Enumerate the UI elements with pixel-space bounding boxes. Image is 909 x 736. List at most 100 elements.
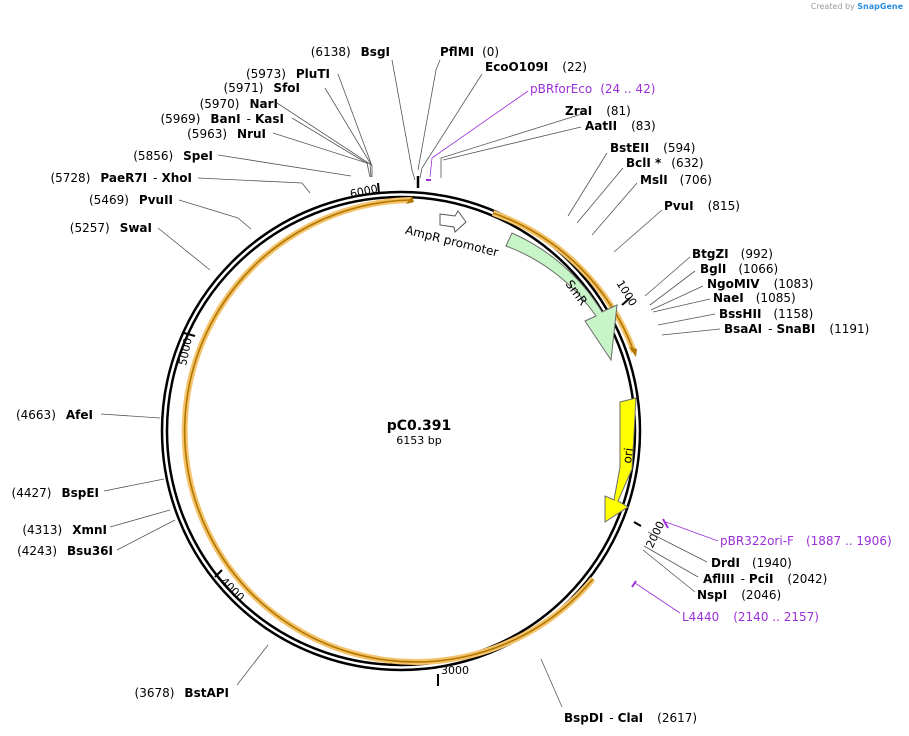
leader-nspi <box>642 549 696 593</box>
leader-ngomiv <box>650 285 704 311</box>
ampr-promoter-label: AmpR promoter <box>404 223 500 260</box>
leader-pvui <box>613 209 663 253</box>
leader-clai <box>540 658 563 708</box>
site-ngomiv: NgoMIV(1083) <box>707 277 813 291</box>
site-aatii: AatII(83) <box>585 119 656 133</box>
credit-prefix: Created by <box>810 2 855 11</box>
leader-drdi <box>647 531 708 563</box>
snapgene-credit: Created by SnapGene <box>811 2 903 11</box>
site-naei: NaeI(1085) <box>713 291 796 305</box>
leader-aatii <box>442 126 582 161</box>
tick-1000: 1000 <box>614 278 640 309</box>
tick-5000-mark <box>183 332 196 337</box>
site-swai: (5257)SwaI <box>70 221 152 235</box>
leader-nrui <box>272 132 371 178</box>
credit-brand: SnapGene <box>857 2 903 11</box>
ampr-promoter-arrow <box>439 210 467 233</box>
site-msli: MslI(706) <box>640 173 712 187</box>
ori-arrow <box>604 397 637 523</box>
site-afei: (4663)AfeI <box>16 408 93 422</box>
leader-pbrforeco <box>429 90 529 178</box>
site-afliii-pcii: AflIII-PciI(2042) <box>703 572 827 586</box>
leader-lines <box>100 59 721 708</box>
leader-snabi <box>661 328 721 336</box>
leader-pflmi <box>417 59 441 171</box>
tick-6000-mark <box>377 182 380 195</box>
leader-bspei <box>103 478 165 492</box>
leader-sfoi <box>324 87 373 167</box>
site-nrui: (5963)NruI <box>187 127 266 141</box>
site-bani-kasi: (5969)BanI-KasI <box>160 112 284 126</box>
site-nari: (5970)NarI <box>200 97 278 111</box>
site-bsshii: BssHII(1158) <box>719 307 813 321</box>
ori-label: ori <box>620 447 636 464</box>
primer-leader-lines <box>429 90 719 614</box>
leader-pbr322ori-f <box>665 521 719 542</box>
site-paer7i-xhoi: (5728)PaeR7I-XhoI <box>50 171 192 185</box>
site-bspei: (4427)BspEI <box>12 486 99 500</box>
tick-6000: 6000 <box>349 182 379 201</box>
site-nspi: NspI(2046) <box>697 588 781 602</box>
leader-bsteii <box>567 152 608 217</box>
site-spei: (5856)SpeI <box>133 149 213 163</box>
site-zrai: ZraI(81) <box>565 104 631 118</box>
leader-msli <box>591 182 638 236</box>
site-pluti: (5973)PluTI <box>246 67 330 81</box>
leader-bsgi <box>391 59 416 181</box>
primer-pbr322ori-f: pBR322ori-F(1887 .. 1906) <box>720 534 892 548</box>
tick-2000: 2000 <box>643 519 667 550</box>
leader-bsu36i <box>116 519 176 551</box>
leader-zrai <box>440 112 586 178</box>
orf-arc-left-arrowhead <box>406 196 414 204</box>
primer-mark-l4440 <box>631 580 637 588</box>
primer-l4440: L4440(2140 .. 2157) <box>682 610 819 624</box>
site-pvuii: (5469)PvuII <box>89 193 173 207</box>
orf-arc-right <box>492 212 635 353</box>
site-bspdi-clai: BspDI-ClaI(2617) <box>564 711 697 725</box>
leader-eco0109i <box>419 73 483 179</box>
site-pflmi: PflMI(0) <box>440 45 499 59</box>
site-drdi: DrdI(1940) <box>711 556 792 570</box>
smr-cds-arrow <box>505 232 618 362</box>
site-ecoo109i: EcoO109I(22) <box>485 60 587 74</box>
leader-pcii <box>643 545 699 578</box>
tick-2000-mark <box>633 521 642 527</box>
site-sfoi: (5971)SfoI <box>224 81 300 95</box>
site-pvui: PvuI(815) <box>664 199 740 213</box>
leader-bstapi <box>236 644 269 686</box>
site-bsu36i: (4243)Bsu36I <box>17 544 113 558</box>
leader-kasi <box>291 117 369 165</box>
plasmid-length: 6153 bp <box>396 434 441 447</box>
leader-spei <box>217 154 352 177</box>
site-bgli: BglI(1066) <box>700 262 778 276</box>
primer-pbrforeco: pBRforEco(24 .. 42) <box>530 82 655 96</box>
site-bsteii: BstEII(594) <box>610 141 695 155</box>
leader-l4440 <box>634 582 681 614</box>
leader-swai <box>157 227 211 271</box>
tick-5000: 5000 <box>176 337 195 367</box>
site-xmni: (4313)XmnI <box>22 523 107 537</box>
leader-xhoi <box>197 177 311 194</box>
backbone-outer-ring <box>160 190 642 672</box>
plasmid-name: pC0.391 <box>387 418 452 434</box>
leader-nari <box>276 102 372 178</box>
leader-btgzi <box>644 256 691 297</box>
primer-mark-pbr322ori <box>662 518 669 529</box>
leader-pvuii <box>178 199 252 230</box>
site-bsgi: (6138)BsgI <box>311 45 390 59</box>
orf-arc-left <box>183 199 594 663</box>
leader-bgli <box>649 270 696 306</box>
backbone-inner-ring <box>165 195 637 667</box>
tick-4000-mark <box>214 569 223 578</box>
orf-arc-right-arrowhead <box>629 347 637 357</box>
site-bsaai-snabi: BsaAI-SnaBI(1191) <box>724 322 869 336</box>
leader-afei <box>100 413 161 419</box>
leader-naei <box>652 298 711 313</box>
site-btgzi: BtgZI(992) <box>692 247 773 261</box>
site-bcli: BclI *(632) <box>626 156 704 170</box>
tick-3000: 3000 <box>441 664 469 677</box>
leader-bsshii <box>657 313 716 326</box>
leader-xmni <box>109 509 171 528</box>
leader-bcli <box>576 167 624 224</box>
